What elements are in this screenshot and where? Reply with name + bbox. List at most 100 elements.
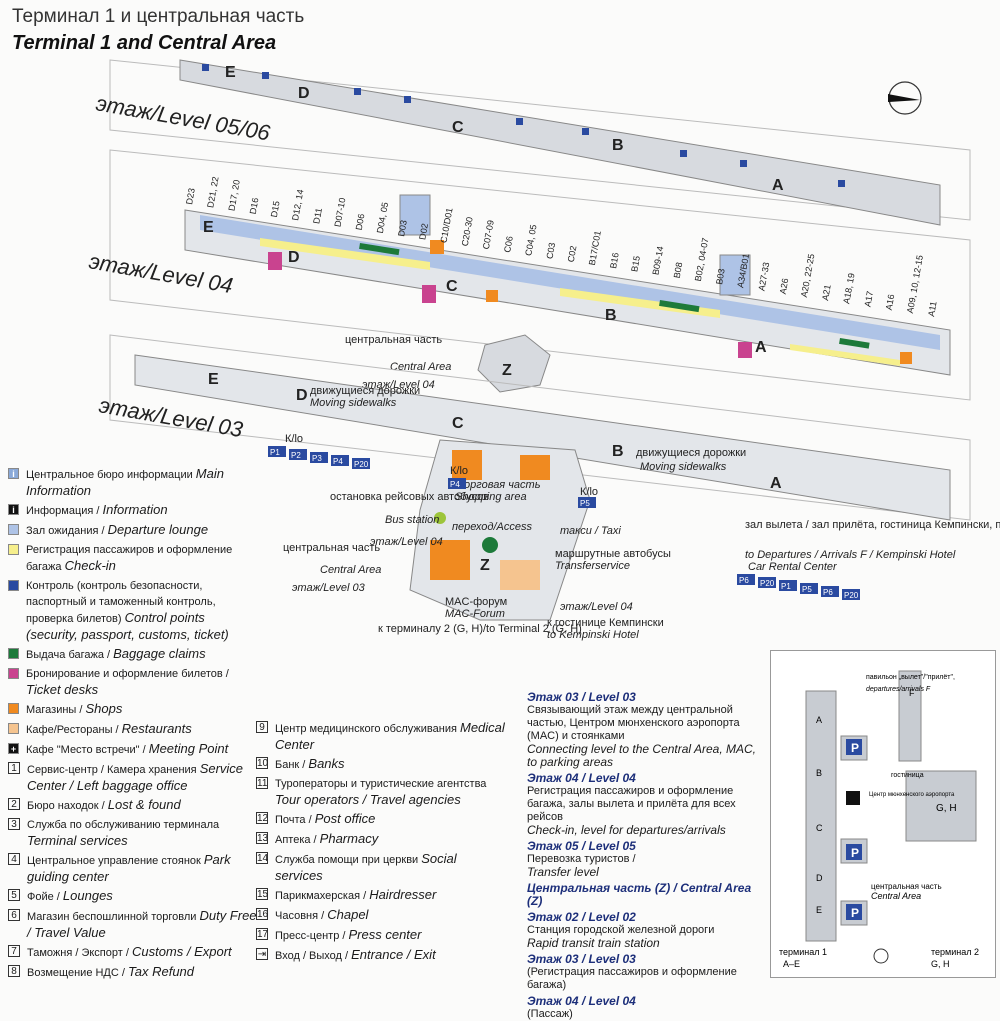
pier-z-03: Z [480, 557, 490, 574]
bus-en: Bus station [385, 514, 439, 526]
shop-c2 [486, 290, 498, 302]
restaurants-z [500, 560, 540, 590]
etazh04-label-2: этаж/Level 04 [560, 601, 633, 613]
gate-label: A17 [863, 290, 876, 308]
pier-b-0506: B [612, 137, 624, 154]
level-info-ru: Перевозка туристов / [527, 853, 636, 865]
legend-swatch-icon: i [8, 468, 19, 479]
gate-label: D17, 20 [227, 179, 242, 212]
bus-ru: остановка рейсовых автобусов [330, 491, 489, 503]
level-info-heading: Этаж 04 / Level 04 [527, 771, 636, 785]
legend-ru: Зал ожидания / [26, 525, 108, 537]
legend-ru: Служба помощи при церкви [275, 854, 422, 866]
legend-number-icon: ⇥ [256, 948, 268, 960]
svg-text:P6: P6 [739, 576, 749, 585]
legend-ru: Кафе/Рестораны / [26, 724, 122, 736]
legend-swatch-icon [8, 703, 19, 714]
gate-label: C03 [545, 242, 558, 260]
shops-z-3 [430, 540, 470, 580]
shops-z-2 [520, 455, 550, 480]
legend-ru: Туроператоры и туристические агентства [275, 778, 487, 790]
legend-ru: Бюро находок / [27, 800, 108, 812]
baggage-claim-2 [659, 300, 700, 313]
gate-label: D12, 14 [290, 189, 305, 222]
pier-a-03: A [770, 475, 782, 492]
legend-swatch-icon: + [8, 743, 19, 754]
svg-text:P6: P6 [823, 588, 833, 597]
lounge-c20 [399, 194, 431, 236]
svg-text:P20: P20 [844, 591, 859, 600]
level-info-en: Connecting level to the Central Area, MA… [527, 742, 757, 769]
legend-ru: Вход / Выход / [275, 950, 352, 962]
level-info-ru: Связывающий этаж между центральной часть… [527, 704, 740, 742]
legend-number-icon: 1 [8, 762, 20, 774]
legend-number-icon: 4 [8, 853, 20, 865]
kl-label-1: К/lo [285, 433, 303, 445]
gate-label: A09, 10, 12-15 [905, 254, 925, 314]
level-info-en: Transfer level [527, 865, 599, 879]
gate-label: D07-10 [333, 197, 348, 228]
legend-en: Chapel [327, 907, 369, 922]
svg-text:P2: P2 [291, 451, 301, 460]
gate-label: B09-14 [651, 245, 666, 275]
inset-letter-d: D [816, 873, 823, 883]
shopping-en: Shopping area [455, 491, 527, 503]
legend-en: Park guiding center [27, 852, 231, 884]
pier-c-0506: C [452, 119, 464, 136]
central-z-04 [477, 334, 551, 393]
level-03-building [134, 354, 951, 521]
inset-pavilion-en: departures/arrivals F [866, 686, 931, 693]
parking-sign: P4 [331, 455, 349, 466]
gate-label: A26 [778, 277, 791, 295]
level-info-heading: Этаж 02 / Level 02 [527, 910, 636, 924]
level-info-ru: (Пассаж) [527, 1008, 573, 1020]
legend-en: Main Information [26, 466, 224, 498]
legend-item: Зал ожидания / Departure lounge [8, 522, 258, 539]
gate-label: D15 [269, 200, 282, 218]
legend-number-icon: 6 [8, 909, 20, 921]
parking-sign: P5 [578, 497, 596, 508]
legend-item: Магазины / Shops [8, 701, 258, 718]
terminal-map: E D C B A этаж/Level 05/06 E D C B A эта… [87, 59, 1000, 641]
legend-en: Shops [85, 701, 123, 716]
inset-letter-b: B [816, 768, 822, 778]
inset-gh: G, H [936, 803, 957, 814]
kl-label-3: К/lo [580, 486, 598, 498]
moving-ru-2: движущиеся дорожки [636, 447, 746, 459]
pier-e-03: E [208, 371, 219, 388]
shop-a [900, 352, 912, 364]
parking-sign: P20 [842, 589, 860, 600]
legend-number-icon: 3 [8, 818, 20, 830]
ticket-desk-a [738, 342, 752, 358]
gate-label: A21 [820, 284, 833, 302]
legend-number-icon: 9 [256, 721, 268, 733]
legend-ru: Центральное управление стоянок [27, 855, 204, 867]
level-info-en: Rapid transit train station [527, 936, 660, 950]
legend-en: Press center [348, 927, 422, 942]
legend-ru: Центр медицинского обслуживания [275, 723, 460, 735]
gate-label: C20-30 [460, 216, 475, 247]
legend-en: Customs / Export [131, 944, 232, 959]
pier-e-0506: E [225, 64, 236, 81]
gate-label: D16 [248, 197, 261, 215]
legend-ru: Пресс-центр / [275, 930, 349, 942]
inset-t1-sub: A–E [783, 959, 800, 969]
legend-ru: Магазины / [26, 704, 86, 716]
legend-swatch-icon: i [8, 504, 19, 515]
parking-sign: P20 [352, 458, 370, 469]
checkin-b [560, 288, 720, 318]
shop-c [430, 240, 444, 254]
legend-en: Check-in [64, 558, 116, 573]
legend-number-icon: 15 [256, 888, 269, 900]
legend-en: Post office [314, 811, 376, 826]
gate-label: A18, 19 [841, 272, 856, 304]
level-04-label: этаж/Level 04 [87, 248, 235, 298]
